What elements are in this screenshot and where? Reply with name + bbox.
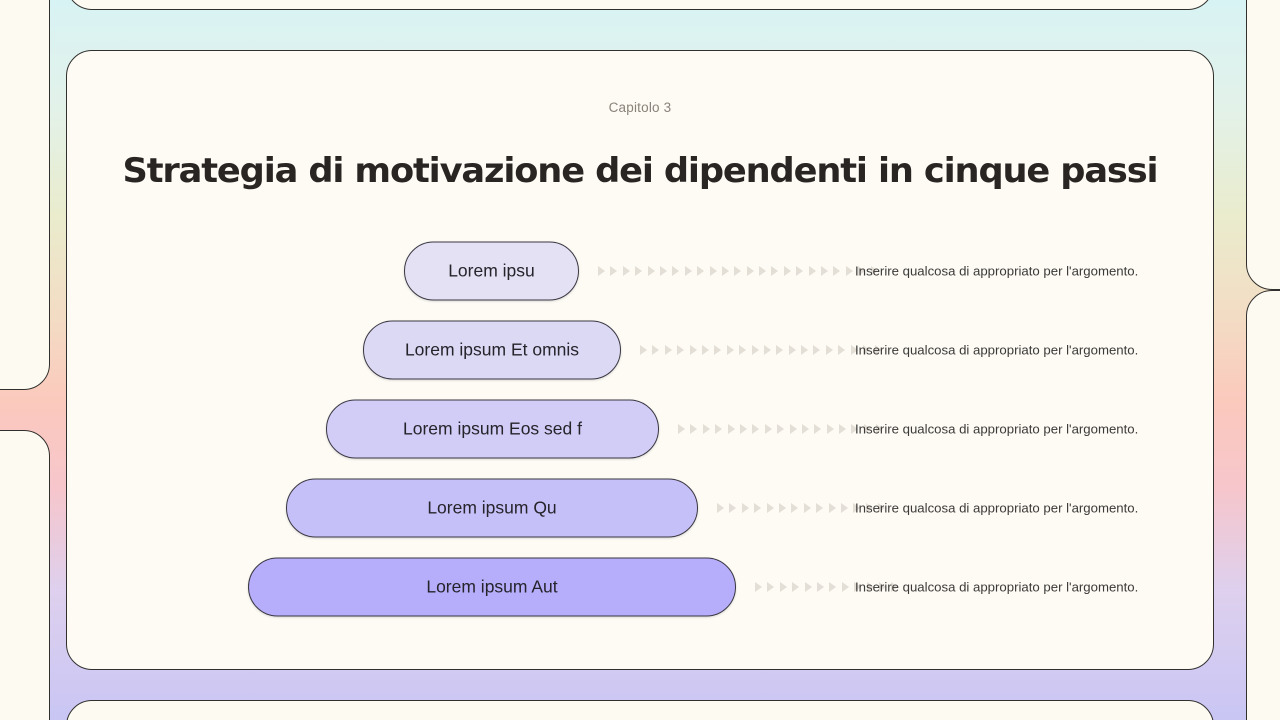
arrow-chain-icon — [678, 423, 884, 434]
funnel-step-description: Inserire qualcosa di appropriato per l'a… — [855, 421, 1139, 436]
triangle-right-icon — [791, 502, 799, 513]
triangle-right-icon — [808, 265, 816, 276]
funnel-step-row: Lorem ipsu Inserire qualcosa di appropria… — [67, 231, 1213, 310]
triangle-right-icon — [845, 265, 853, 276]
triangle-right-icon — [777, 423, 785, 434]
triangle-right-icon — [751, 344, 759, 355]
triangle-right-icon — [729, 502, 737, 513]
left-slide-card-top[interactable] — [0, 0, 50, 390]
triangle-right-icon — [640, 344, 647, 355]
triangle-right-icon — [755, 581, 762, 592]
triangle-right-icon — [776, 344, 784, 355]
triangle-right-icon — [678, 423, 685, 434]
triangle-right-icon — [816, 502, 824, 513]
triangle-right-icon — [801, 423, 809, 434]
triangle-right-icon — [814, 423, 822, 434]
previous-slide-card[interactable] — [66, 0, 1214, 10]
triangle-right-icon — [804, 581, 812, 592]
triangle-right-icon — [684, 265, 692, 276]
funnel-step-pill[interactable]: Lorem ipsum Qu — [286, 478, 698, 537]
triangle-right-icon — [672, 265, 680, 276]
triangle-right-icon — [825, 344, 833, 355]
funnel-step-description: Inserire qualcosa di appropriato per l'a… — [855, 500, 1139, 515]
triangle-right-icon — [659, 265, 667, 276]
arrow-chain-icon — [640, 344, 883, 355]
triangle-right-icon — [766, 502, 774, 513]
arrow-chain-icon — [598, 265, 878, 276]
triangle-right-icon — [833, 265, 841, 276]
next-slide-card[interactable] — [66, 700, 1214, 720]
triangle-right-icon — [709, 265, 717, 276]
triangle-right-icon — [752, 423, 760, 434]
triangle-right-icon — [690, 423, 698, 434]
funnel-step-description: Inserire qualcosa di appropriato per l'a… — [855, 263, 1139, 278]
triangle-right-icon — [816, 581, 824, 592]
triangle-right-icon — [697, 265, 705, 276]
triangle-right-icon — [759, 265, 767, 276]
triangle-right-icon — [828, 502, 836, 513]
triangle-right-icon — [647, 265, 655, 276]
triangle-right-icon — [689, 344, 697, 355]
page-title: Strategia di motivazione dei dipendenti … — [122, 151, 1159, 191]
triangle-right-icon — [801, 344, 809, 355]
triangle-right-icon — [803, 502, 811, 513]
triangle-right-icon — [714, 344, 722, 355]
triangle-right-icon — [792, 581, 800, 592]
triangle-right-icon — [764, 423, 772, 434]
triangle-right-icon — [796, 265, 804, 276]
funnel-step-pill[interactable]: Lorem ipsu — [404, 241, 579, 300]
triangle-right-icon — [779, 581, 787, 592]
funnel-step-description: Inserire qualcosa di appropriato per l'a… — [855, 342, 1139, 357]
triangle-right-icon — [677, 344, 685, 355]
triangle-right-icon — [739, 344, 747, 355]
triangle-right-icon — [783, 265, 791, 276]
triangle-right-icon — [598, 265, 605, 276]
triangle-right-icon — [821, 265, 829, 276]
triangle-right-icon — [840, 502, 848, 513]
triangle-right-icon — [829, 581, 837, 592]
triangle-right-icon — [813, 344, 821, 355]
current-slide-card[interactable]: Capitolo 3 Strategia di motivazione dei … — [66, 50, 1214, 670]
triangle-right-icon — [754, 502, 762, 513]
funnel-step-row: Lorem ipsum Qu Inserire qualcosa di appro… — [67, 468, 1213, 547]
triangle-right-icon — [715, 423, 723, 434]
triangle-right-icon — [739, 423, 747, 434]
triangle-right-icon — [701, 344, 709, 355]
triangle-right-icon — [771, 265, 779, 276]
triangle-right-icon — [789, 423, 797, 434]
triangle-right-icon — [741, 502, 749, 513]
right-slide-card-mid[interactable] — [1246, 290, 1280, 720]
triangle-right-icon — [610, 265, 618, 276]
triangle-right-icon — [841, 581, 849, 592]
left-slide-card-mid[interactable] — [0, 430, 50, 720]
funnel-step-pill[interactable]: Lorem ipsum Aut — [248, 557, 736, 616]
triangle-right-icon — [721, 265, 729, 276]
funnel-step-pill[interactable]: Lorem ipsum Et omnis — [363, 320, 621, 379]
triangle-right-icon — [763, 344, 771, 355]
triangle-right-icon — [746, 265, 754, 276]
triangle-right-icon — [734, 265, 742, 276]
triangle-right-icon — [726, 344, 734, 355]
funnel-step-row: Lorem ipsum Aut Inserire qualcosa di appr… — [67, 547, 1213, 626]
triangle-right-icon — [664, 344, 672, 355]
triangle-right-icon — [838, 344, 846, 355]
chapter-eyebrow: Capitolo 3 — [608, 100, 672, 115]
triangle-right-icon — [635, 265, 643, 276]
triangle-right-icon — [839, 423, 847, 434]
triangle-right-icon — [622, 265, 630, 276]
triangle-right-icon — [778, 502, 786, 513]
funnel-step-row: Lorem ipsum Et omnis Inserire qualcosa di… — [67, 310, 1213, 389]
triangle-right-icon — [702, 423, 710, 434]
triangle-right-icon — [717, 502, 724, 513]
triangle-right-icon — [727, 423, 735, 434]
triangle-right-icon — [767, 581, 775, 592]
triangle-right-icon — [826, 423, 834, 434]
triangle-right-icon — [788, 344, 796, 355]
funnel-step-description: Inserire qualcosa di appropriato per l'a… — [855, 579, 1139, 594]
funnel-step-row: Lorem ipsum Eos sed f Inserire qualcosa d… — [67, 389, 1213, 468]
funnel-step-pill[interactable]: Lorem ipsum Eos sed f — [326, 399, 659, 458]
right-slide-card-top[interactable] — [1246, 0, 1280, 290]
triangle-right-icon — [652, 344, 660, 355]
